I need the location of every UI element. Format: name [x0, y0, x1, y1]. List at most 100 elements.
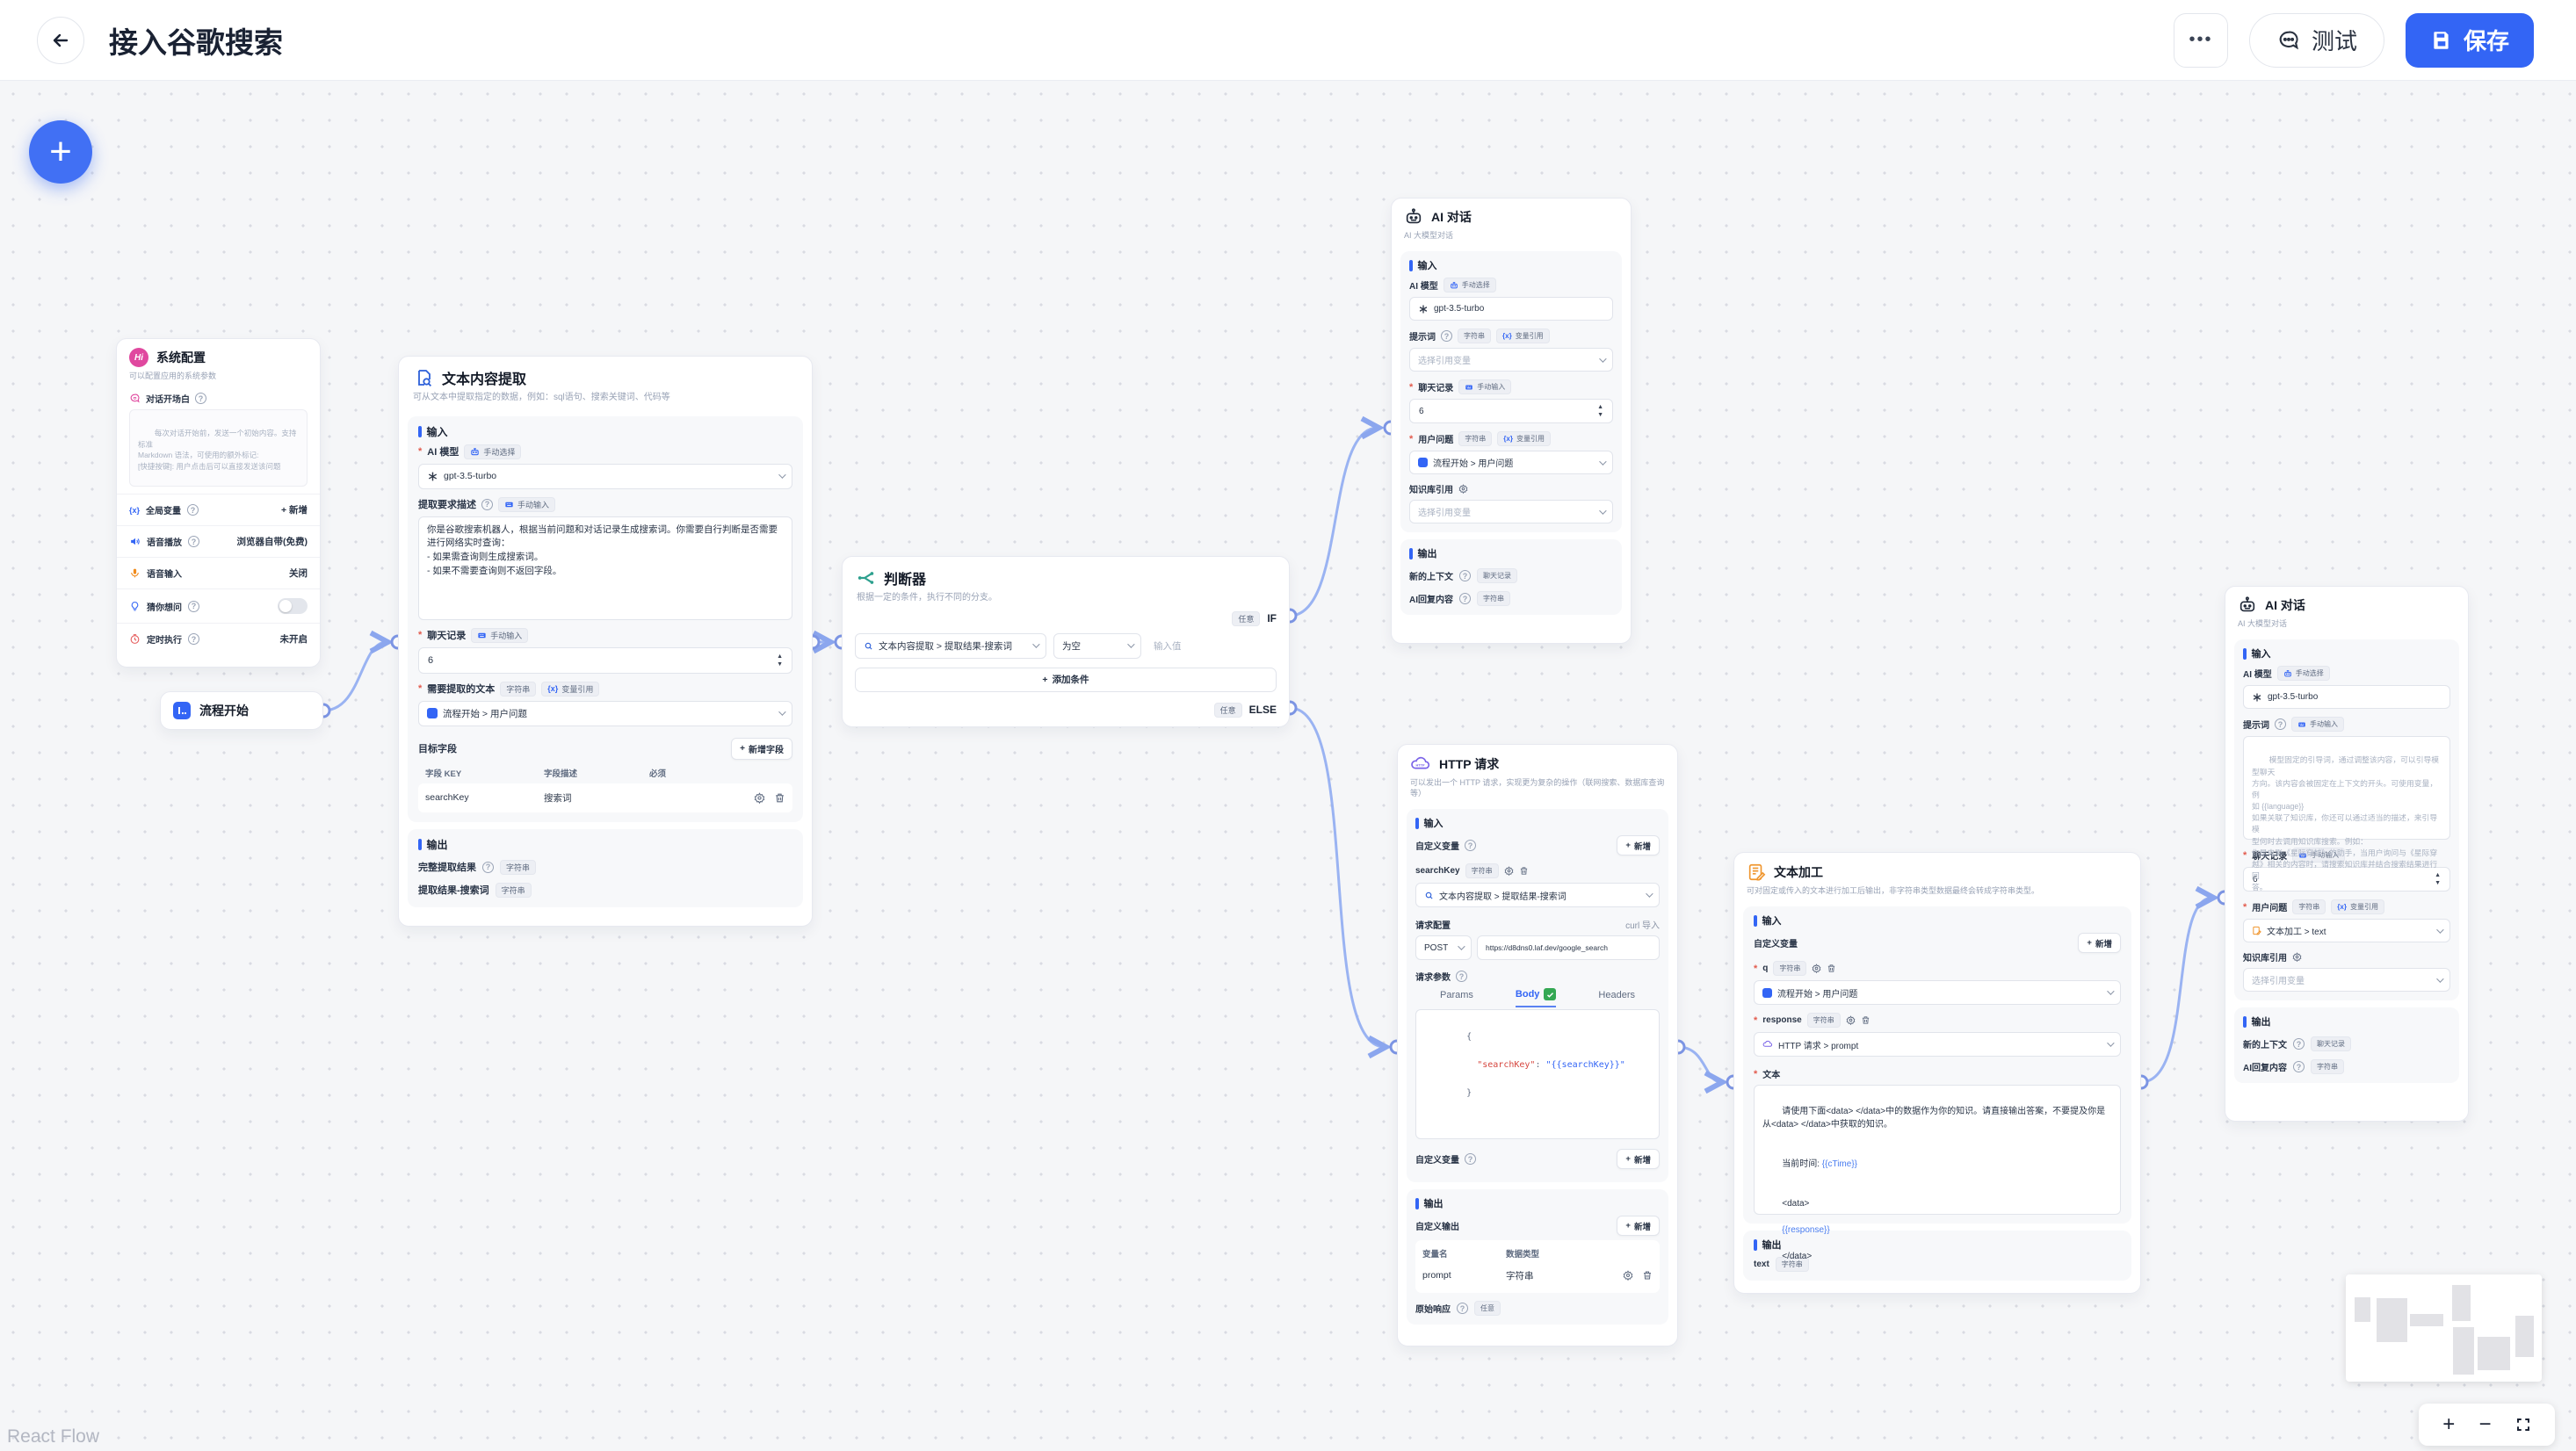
- prompt-textarea[interactable]: 模型固定的引导词，通过调整该内容，可以引导模型聊天 方向。该内容会被固定在上下文…: [2243, 736, 2450, 892]
- require-text: 你是谷歌搜索机器人，根据当前问题和对话记录生成搜索词。你需要自行判断是否需要 进…: [427, 523, 778, 576]
- node-classifier[interactable]: 判断器 根据一定的条件，执行不同的分支。 任意 IF 文本内容提取 > 提取结果…: [842, 556, 1290, 727]
- node-ai-chat-right[interactable]: AI 对话 AI 大模型对话 输入 AI 模型 手动选择 gpt-3.5-tur…: [2225, 586, 2469, 1122]
- condition-variable-select[interactable]: 文本内容提取 > 提取结果-搜索词: [855, 632, 1046, 659]
- operator-select[interactable]: 为空: [1053, 632, 1141, 659]
- require-textarea[interactable]: 你是谷歌搜索机器人，根据当前问题和对话记录生成搜索词。你需要自行判断是否需要 进…: [418, 516, 792, 620]
- kb-ref-select[interactable]: 选择引用变量: [1409, 500, 1613, 524]
- string-badge: 字符串: [1458, 328, 1491, 344]
- trash-icon[interactable]: [1827, 964, 1836, 973]
- chevron-down-icon: [1646, 890, 1653, 899]
- tts-value[interactable]: 浏览器自带(免费): [236, 537, 308, 548]
- var-ref-badge: {x}变量引用: [1497, 431, 1551, 447]
- add-output-button[interactable]: +新增: [1617, 1216, 1660, 1237]
- response-var-select[interactable]: HTTP 请求 > prompt: [1754, 1032, 2121, 1058]
- gear-icon[interactable]: [1458, 484, 1468, 494]
- braces-var-icon: {x}: [129, 505, 141, 515]
- gear-icon[interactable]: [754, 791, 765, 804]
- trash-icon[interactable]: [1861, 1015, 1870, 1025]
- manual-input-badge: 手动输入: [2292, 848, 2346, 863]
- text-textarea[interactable]: 请使用下面<data> </data>中的数据作为你的知识。请直接输出答案，不要…: [1754, 1085, 2121, 1261]
- speaker-icon: [129, 536, 141, 547]
- user-question-select[interactable]: 流程开始 > 用户问题: [1409, 451, 1613, 475]
- output-row[interactable]: prompt 字符串: [1422, 1263, 1653, 1289]
- add-var-button[interactable]: +新增: [1617, 1149, 1660, 1170]
- method-select[interactable]: POST: [1415, 935, 1472, 961]
- tab-params[interactable]: Params: [1440, 990, 1473, 1001]
- var-ref-select[interactable]: 文本内容提取 > 提取结果-搜索词: [1415, 883, 1660, 908]
- node-flow-start[interactable]: 流程开始: [160, 691, 323, 730]
- node-http[interactable]: HTTP HTTP 请求 可以发出一个 HTTP 请求，实现更为复杂的操作（联网…: [1397, 744, 1678, 1346]
- prompt-var-select[interactable]: 选择引用变量: [1409, 348, 1613, 372]
- node-title: AI 对话: [1431, 210, 1472, 224]
- data-open-tag: <data>: [1782, 1199, 1810, 1209]
- output-section-label: 输出: [1423, 1199, 1444, 1210]
- add-condition-button[interactable]: +添加条件: [855, 667, 1277, 692]
- stt-value[interactable]: 关闭: [289, 568, 308, 580]
- var-ref-badge: {x}变量引用: [2331, 899, 2384, 915]
- save-button[interactable]: 保存: [2405, 12, 2534, 68]
- help-icon: ?: [1441, 330, 1452, 343]
- chat-heart-icon: [129, 393, 141, 404]
- schedule-value[interactable]: 未开启: [279, 634, 308, 646]
- any-badge: 任意: [1474, 1301, 1501, 1317]
- add-field-button[interactable]: +新增字段: [731, 737, 792, 760]
- user-question-select[interactable]: 文本加工 > text: [2243, 919, 2450, 943]
- custom-var-label: 自定义变量: [1415, 1156, 1459, 1166]
- node-text-extract[interactable]: 文本内容提取 可从文本中提取指定的数据，例如：sql语句、搜索关键词、代码等 输…: [398, 356, 813, 927]
- url-input[interactable]: https://d8dns0.laf.dev/google_search: [1477, 935, 1660, 961]
- condition-value-input[interactable]: 输入值: [1154, 640, 1182, 652]
- add-node-button[interactable]: +: [29, 120, 92, 184]
- gear-icon[interactable]: [1623, 1270, 1633, 1281]
- gear-icon[interactable]: [2292, 952, 2302, 963]
- require-label: 提取要求描述: [418, 500, 476, 510]
- gear-icon[interactable]: [1846, 1015, 1856, 1026]
- node-ai-chat-top[interactable]: AI 对话 AI 大模型对话 输入 AI 模型 手动选择 gpt-3.5-tur…: [1391, 198, 1632, 644]
- body-editor[interactable]: { "searchKey": "{{searchKey}}" }: [1415, 1009, 1660, 1140]
- chat-history-input[interactable]: 6 ▲▼: [1409, 399, 1613, 424]
- stepper-up-icon[interactable]: ▲: [1597, 404, 1603, 411]
- tab-headers[interactable]: Headers: [1598, 990, 1635, 1001]
- minimap-node: [2515, 1316, 2534, 1357]
- minimap[interactable]: [2346, 1274, 2542, 1382]
- stepper-down-icon[interactable]: ▼: [2435, 880, 2441, 887]
- workflow-canvas[interactable]: + Hi 系统配置 可以配置应用的系统参数 对话开场白 ? 每次对话开始前，发送…: [0, 81, 2576, 1451]
- gear-icon[interactable]: [1504, 866, 1514, 877]
- trash-icon[interactable]: [1642, 1270, 1653, 1281]
- string-badge: 字符串: [495, 882, 532, 898]
- chat-history-input[interactable]: 6 ▲▼: [418, 646, 792, 674]
- stepper-down-icon[interactable]: ▼: [1597, 412, 1603, 419]
- more-button[interactable]: •••: [2173, 12, 2228, 68]
- fit-view-button[interactable]: [2515, 1417, 2531, 1433]
- test-button[interactable]: 测试: [2248, 12, 2384, 68]
- stepper-up-icon[interactable]: ▲: [777, 653, 783, 660]
- add-var-button[interactable]: +新增: [2078, 933, 2121, 954]
- trash-icon[interactable]: [774, 792, 785, 804]
- add-global-var-button[interactable]: + 新增: [280, 505, 308, 516]
- welcome-textarea[interactable]: 每次对话开始前，发送一个初始内容。支持标准 Markdown 语法，可使用的额外…: [129, 409, 308, 487]
- source-select[interactable]: 流程开始 > 用户问题: [418, 700, 792, 726]
- field-key: searchKey: [425, 792, 469, 803]
- back-button[interactable]: [37, 16, 84, 64]
- chat-history-input[interactable]: 6 ▲▼: [2243, 867, 2450, 892]
- prompt-label: 提示词: [1409, 333, 1436, 343]
- field-row[interactable]: searchKey 搜索词: [418, 783, 792, 812]
- zoom-in-button[interactable]: +: [2442, 1412, 2456, 1436]
- string-badge: 字符串: [1773, 961, 1807, 977]
- model-select[interactable]: gpt-3.5-turbo: [1409, 297, 1613, 321]
- node-text-editor[interactable]: 文本加工 可对固定或传入的文本进行加工后输出，非字符串类型数据最终会转成字符串类…: [1733, 852, 2141, 1294]
- q-var-select[interactable]: 流程开始 > 用户问题: [1754, 980, 2121, 1006]
- model-select[interactable]: gpt-3.5-turbo: [418, 463, 792, 489]
- gear-icon[interactable]: [1812, 964, 1821, 974]
- zoom-out-button[interactable]: −: [2478, 1412, 2492, 1436]
- add-var-button[interactable]: +新增: [1617, 835, 1660, 856]
- stepper-up-icon[interactable]: ▲: [2435, 872, 2441, 879]
- kb-ref-select[interactable]: 选择引用变量: [2243, 968, 2450, 993]
- guess-toggle[interactable]: [278, 598, 308, 615]
- tab-body[interactable]: Body: [1515, 988, 1557, 1008]
- node-system-config[interactable]: Hi 系统配置 可以配置应用的系统参数 对话开场白 ? 每次对话开始前，发送一个…: [116, 338, 321, 668]
- stepper-down-icon[interactable]: ▼: [777, 661, 783, 668]
- curl-import-button[interactable]: curl 导入: [1625, 921, 1660, 932]
- help-icon: ?: [481, 498, 493, 510]
- trash-icon[interactable]: [1519, 866, 1529, 876]
- model-select[interactable]: gpt-3.5-turbo: [2243, 685, 2450, 710]
